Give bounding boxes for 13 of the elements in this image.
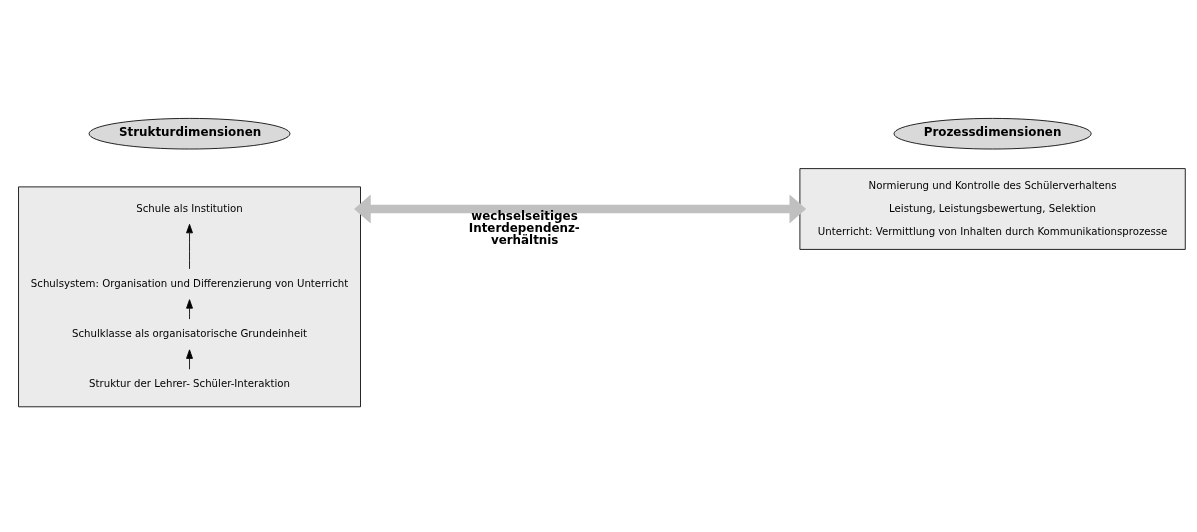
arrow — [186, 349, 193, 370]
arrow — [186, 299, 193, 320]
arrow — [354, 194, 807, 224]
edge-label: wechselseitiges Interdependenz- verhältnis — [468, 209, 580, 248]
node-ellipse: Prozessdimensionen — [893, 117, 1092, 150]
node-text: Schulsystem: Organisation und Differenzierung von Unterricht — [30, 277, 349, 289]
node-text: Schule als Institution — [136, 202, 243, 214]
node-ellipse: Strukturdimensionen — [88, 117, 291, 150]
cluster — [18, 186, 361, 408]
node-box: Normierung und Kontrolle des Schülerverhaltens Leistung, Leistungsbewertung, Selektion Unterricht: Vermittlung von Inhalten durch Kommunikationsprozesse — [799, 168, 1186, 250]
node-text: Schulklasse als organisatorische Grundeinheit — [72, 328, 308, 340]
node-text: Struktur der Lehrer- Schüler-Interaktion — [89, 378, 290, 390]
arrow — [186, 223, 193, 270]
